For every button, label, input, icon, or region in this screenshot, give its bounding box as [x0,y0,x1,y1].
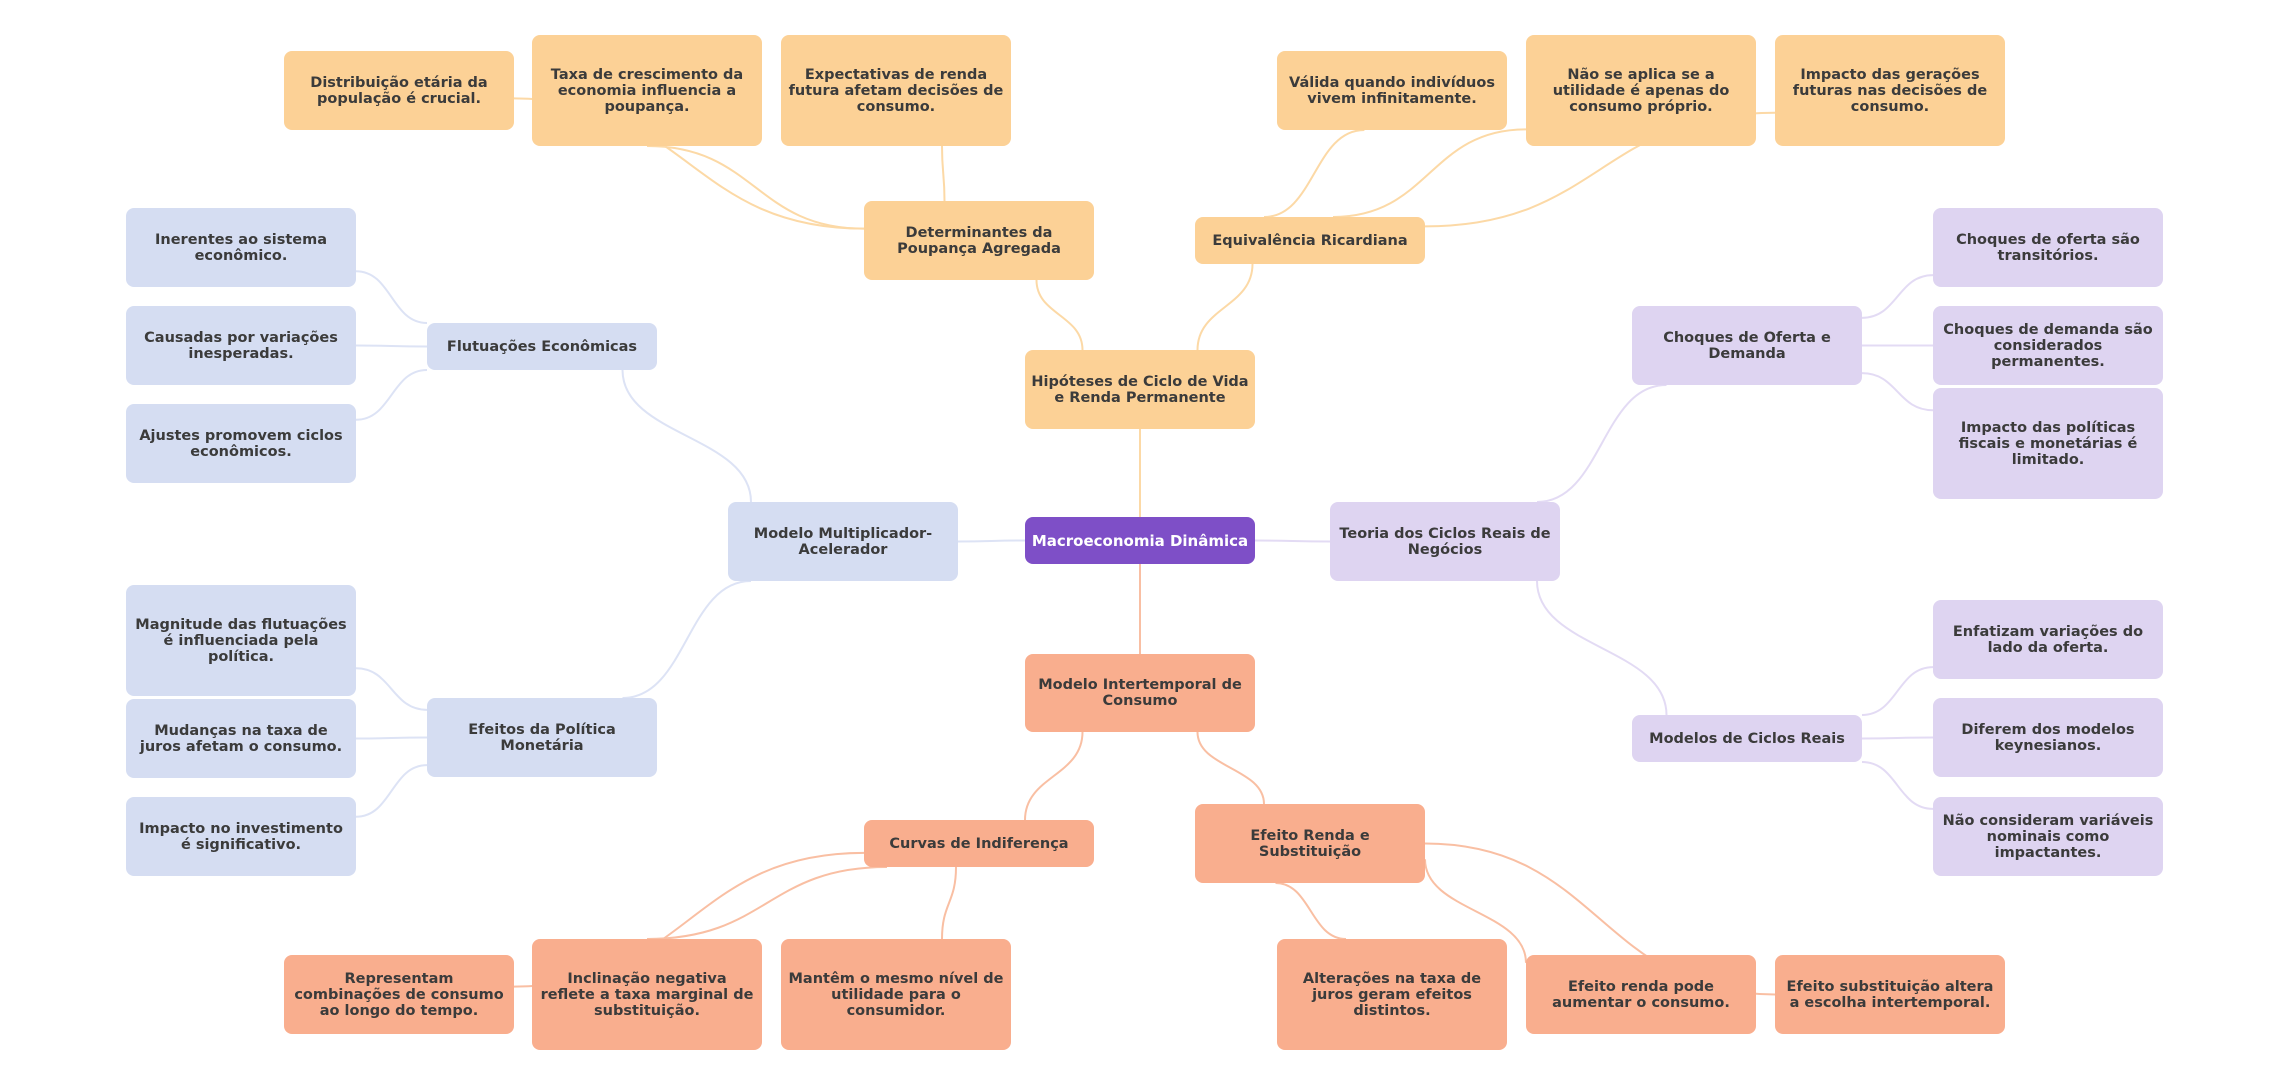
node-curvas-indiferenca[interactable]: Curvas de Indiferença [864,820,1094,867]
leaf-node[interactable]: Magnitude das flutuações é influenciada … [126,585,356,696]
leaf-node[interactable]: Choques de oferta são transitórios. [1933,208,2163,287]
root-node[interactable]: Macroeconomia Dinâmica [1025,517,1255,564]
node-choques-oferta-demanda[interactable]: Choques de Oferta e Demanda [1632,306,1862,385]
edge [1424,859,1527,963]
edge [1254,539,1331,543]
leaf-node[interactable]: Efeito renda pode aumentar o consumo. [1526,955,1756,1034]
edge [957,539,1026,543]
leaf-node[interactable]: Diferem dos modelos keynesianos. [1933,698,2163,777]
leaf-node[interactable]: Efeito substituição altera a escolha int… [1775,955,2005,1034]
leaf-node[interactable]: Expectativas de renda futura afetam deci… [781,35,1011,146]
edge [1861,274,1934,319]
node-modelo-intertemporal[interactable]: Modelo Intertemporal de Consumo [1025,654,1255,732]
leaf-node[interactable]: Mantêm o mesmo nível de utilidade para o… [781,939,1011,1050]
node-flutuacoes-economicas[interactable]: Flutuações Econômicas [427,323,657,370]
edge [941,866,957,940]
leaf-node[interactable]: Ajustes promovem ciclos econômicos. [126,404,356,483]
leaf-node[interactable]: Não consideram variáveis nominais como i… [1933,797,2163,876]
edge [646,145,865,230]
edge [355,344,428,348]
node-efeito-renda-substituicao[interactable]: Efeito Renda e Substituição [1195,804,1425,883]
edge [1861,736,1934,740]
leaf-node[interactable]: Não se aplica se a utilidade é apenas do… [1526,35,1756,146]
leaf-node[interactable]: Distribuição etária da população é cruci… [284,51,514,130]
edge [1332,128,1527,218]
edge [646,866,888,940]
edge [1196,263,1254,351]
leaf-node[interactable]: Mudanças na taxa de juros afetam o consu… [126,699,356,778]
node-hipoteses[interactable]: Hipóteses de Ciclo de Vida e Renda Perma… [1025,350,1255,429]
edge [1263,129,1365,218]
edge [1196,731,1265,805]
leaf-node[interactable]: Impacto das políticas fiscais e monetári… [1933,388,2163,499]
node-equivalencia-ricardiana[interactable]: Equivalência Ricardiana [1195,217,1425,264]
leaf-node[interactable]: Choques de demanda são considerados perm… [1933,306,2163,385]
edge [355,764,428,818]
edge [1536,580,1668,716]
leaf-node[interactable]: Inclinação negativa reflete a taxa margi… [532,939,762,1050]
leaf-node[interactable]: Representam combinações de consumo ao lo… [284,955,514,1034]
edge [941,145,946,202]
leaf-node[interactable]: Enfatizam variações do lado da oferta. [1933,600,2163,679]
leaf-node[interactable]: Válida quando indivíduos vivem infinitam… [1277,51,1507,130]
edge [1536,384,1667,503]
leaf-node[interactable]: Impacto das gerações futuras nas decisõe… [1775,35,2005,146]
node-modelos-ciclos-reais[interactable]: Modelos de Ciclos Reais [1632,715,1862,762]
edge [1861,761,1934,810]
leaf-node[interactable]: Inerentes ao sistema econômico. [126,208,356,287]
edge [1861,666,1934,716]
edge [355,667,428,711]
node-teoria-ciclos-reais[interactable]: Teoria dos Ciclos Reais de Negócios [1330,502,1560,581]
edge [1035,279,1084,351]
edge [622,580,752,699]
edge [355,270,428,324]
edge [355,736,428,740]
edge [355,369,428,421]
leaf-node[interactable]: Impacto no investimento é significativo. [126,797,356,876]
leaf-node[interactable]: Taxa de crescimento da economia influenc… [532,35,762,146]
leaf-node[interactable]: Alterações na taxa de juros geram efeito… [1277,939,1507,1050]
node-efeitos-politica-monetaria[interactable]: Efeitos da Política Monetária [427,698,657,777]
edge [1275,882,1347,940]
node-determinantes-poupanca[interactable]: Determinantes da Poupança Agregada [864,201,1094,280]
leaf-node[interactable]: Causadas por variações inesperadas. [126,306,356,385]
edge [621,369,752,503]
edge [1861,372,1934,412]
node-modelo-multiplicador[interactable]: Modelo Multiplicador-Acelerador [728,502,958,581]
edge [1024,731,1084,821]
